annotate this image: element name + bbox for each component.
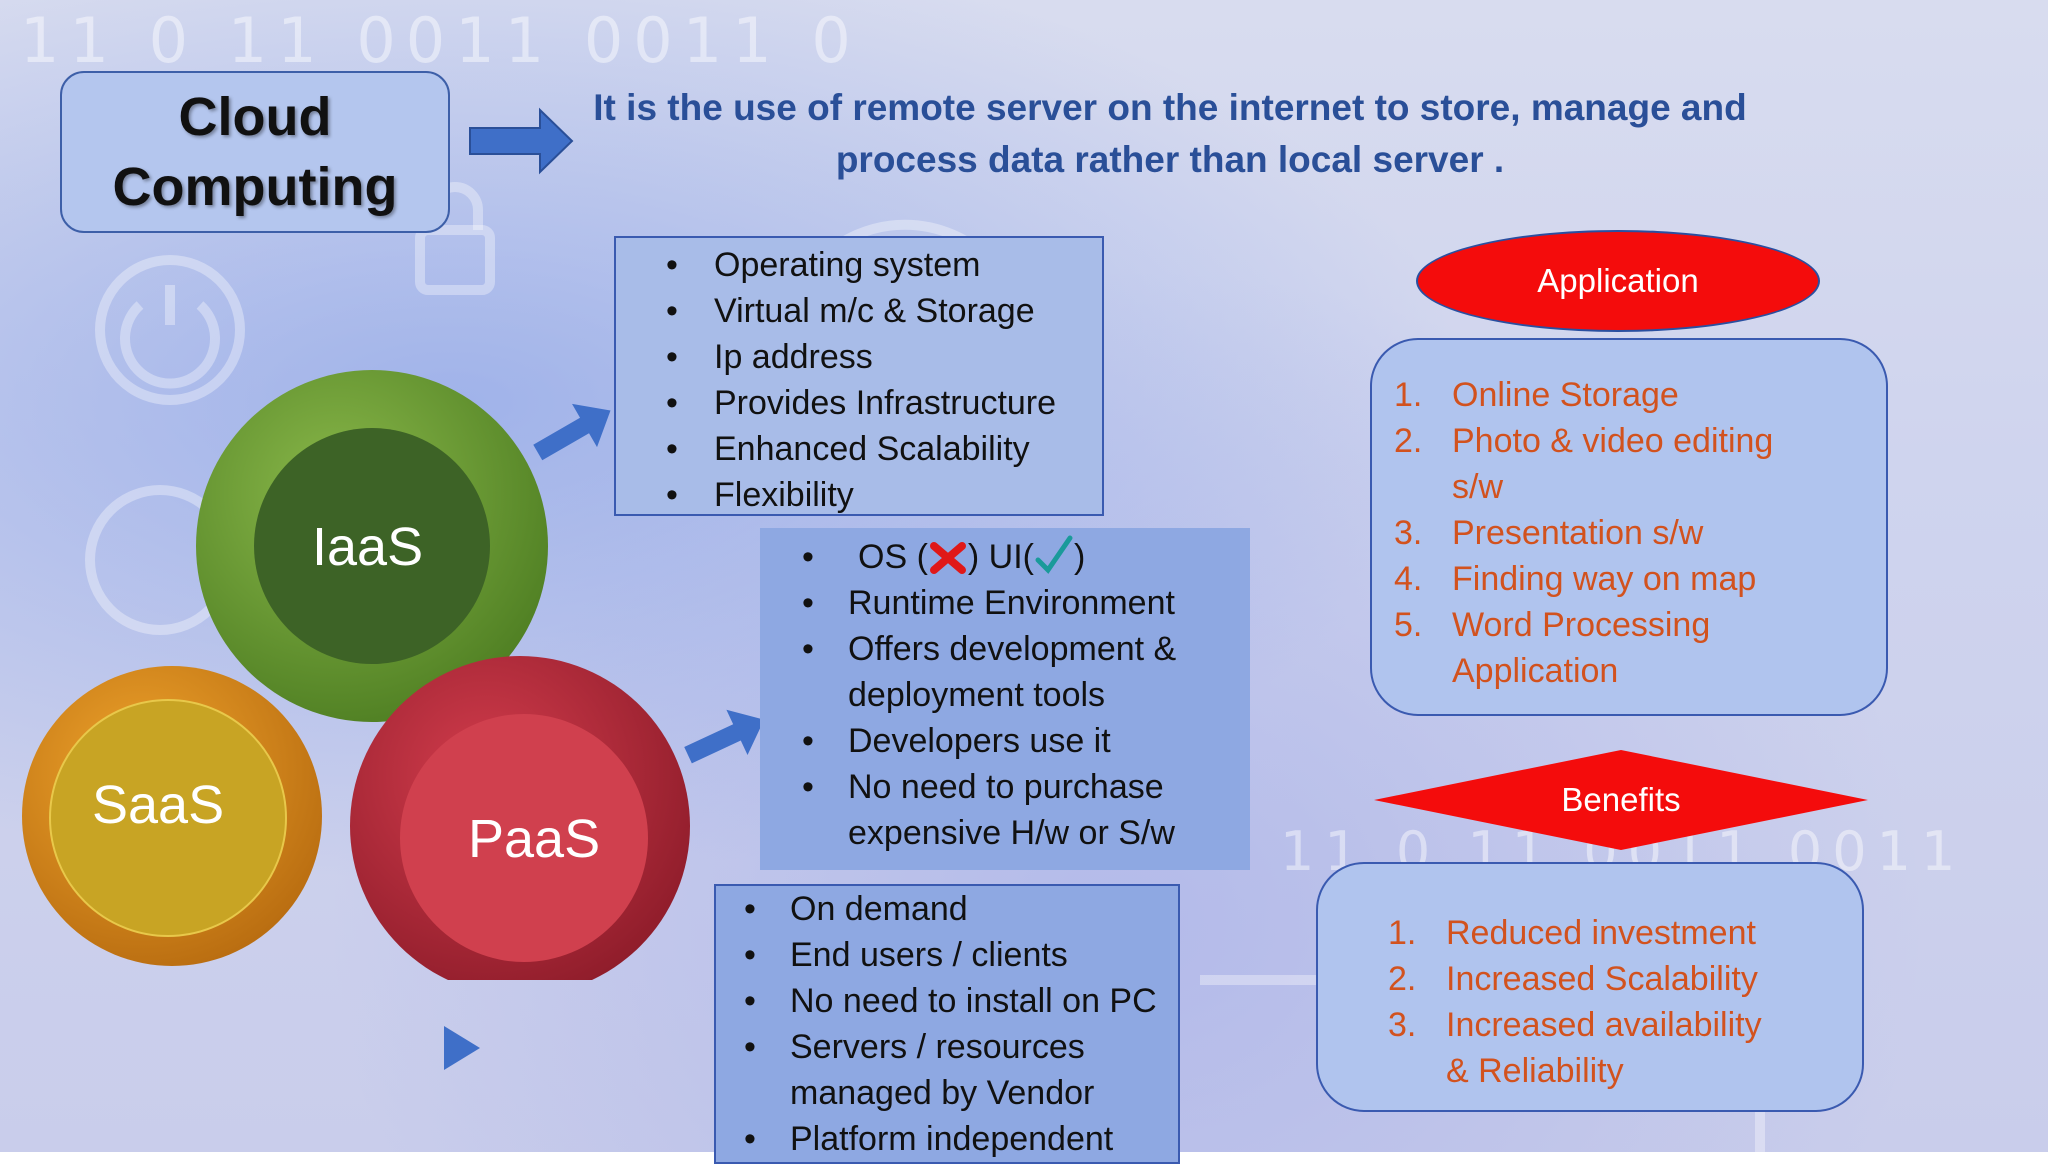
list-item: •Enhanced Scalability <box>666 430 1030 468</box>
title-line-2: Computing <box>112 157 398 217</box>
paas-features-box: • OS () UI() •Runtime Environment •Offer… <box>760 528 1250 870</box>
list-item: 2.Increased Scalability <box>1388 960 1758 998</box>
list-item: •End users / clients <box>744 936 1068 974</box>
saas-circle <box>22 666 322 966</box>
list-item: •Flexibility <box>666 476 854 514</box>
benefits-box: 1.Reduced investment 2.Increased Scalabi… <box>1316 862 1864 1112</box>
list-item: 3.Presentation s/w <box>1394 514 1704 552</box>
iaas-features-box: •Operating system •Virtual m/c & Storage… <box>614 236 1104 516</box>
list-item: •No need to purchase <box>802 768 1164 806</box>
list-item-continuation: Application <box>1452 652 1619 690</box>
definition-line-2: process data rather than local server . <box>835 139 1505 180</box>
saas-label: SaaS <box>92 775 225 835</box>
cross-icon <box>929 542 966 574</box>
title-line-1: Cloud <box>178 87 332 147</box>
list-item: •No need to install on PC <box>744 982 1157 1020</box>
application-oval: Application <box>1416 230 1820 332</box>
paas-arrow-icon <box>684 709 765 764</box>
list-item: •Servers / resources <box>744 1028 1085 1066</box>
title-arrow-icon <box>469 107 574 175</box>
list-item-continuation: managed by Vendor <box>790 1074 1095 1112</box>
list-item: •Runtime Environment <box>802 584 1175 622</box>
list-item: •Platform independent <box>744 1120 1114 1158</box>
list-item: •Virtual m/c & Storage <box>666 292 1035 330</box>
list-item: •Provides Infrastructure <box>666 384 1057 422</box>
list-item-continuation: & Reliability <box>1446 1052 1624 1090</box>
list-item: 1.Online Storage <box>1394 376 1679 414</box>
list-item: 5.Word Processing <box>1394 606 1711 644</box>
list-item: •Ip address <box>666 338 873 376</box>
saas-arrow-head-icon <box>444 1026 480 1070</box>
iaas-arrow-icon <box>533 403 611 461</box>
application-label: Application <box>1537 262 1699 299</box>
list-item: 2.Photo & video editing <box>1394 422 1774 460</box>
background-binary-decoration: 11 0 11 0011 0011 0 <box>20 4 861 77</box>
list-item: 1.Reduced investment <box>1388 914 1756 952</box>
definition-line-1: It is the use of remote server on the in… <box>593 87 1747 128</box>
list-item-continuation: expensive H/w or S/w <box>848 814 1175 852</box>
iaas-label: IaaS <box>312 517 424 577</box>
list-item: 3.Increased availability <box>1388 1006 1762 1044</box>
list-item: •Operating system <box>666 246 981 284</box>
list-item: •On demand <box>744 890 968 928</box>
list-item-continuation: deployment tools <box>848 676 1106 714</box>
application-box: 1.Online Storage 2.Photo & video editing… <box>1370 338 1888 716</box>
service-models-diagram <box>22 370 690 980</box>
paas-label: PaaS <box>468 809 601 869</box>
list-item-os-ui: • OS () UI() <box>762 534 1248 580</box>
definition-text: It is the use of remote server on the in… <box>560 82 1780 186</box>
benefits-diamond: Benefits <box>1374 748 1868 852</box>
list-item: 4.Finding way on map <box>1394 560 1757 598</box>
benefits-diamond-shape <box>1374 750 1868 850</box>
benefits-label: Benefits <box>1561 781 1681 818</box>
paas-circle <box>350 656 690 980</box>
iaas-circle <box>196 370 548 722</box>
title-text: Cloud Computing <box>113 82 398 222</box>
title-box: Cloud Computing <box>60 71 450 233</box>
list-item: •Developers use it <box>802 722 1111 760</box>
checkmark-icon <box>1035 535 1073 574</box>
saas-features-box: •On demand •End users / clients •No need… <box>714 884 1180 1164</box>
list-item-continuation: s/w <box>1452 468 1503 506</box>
list-item: •Offers development & <box>802 630 1177 668</box>
